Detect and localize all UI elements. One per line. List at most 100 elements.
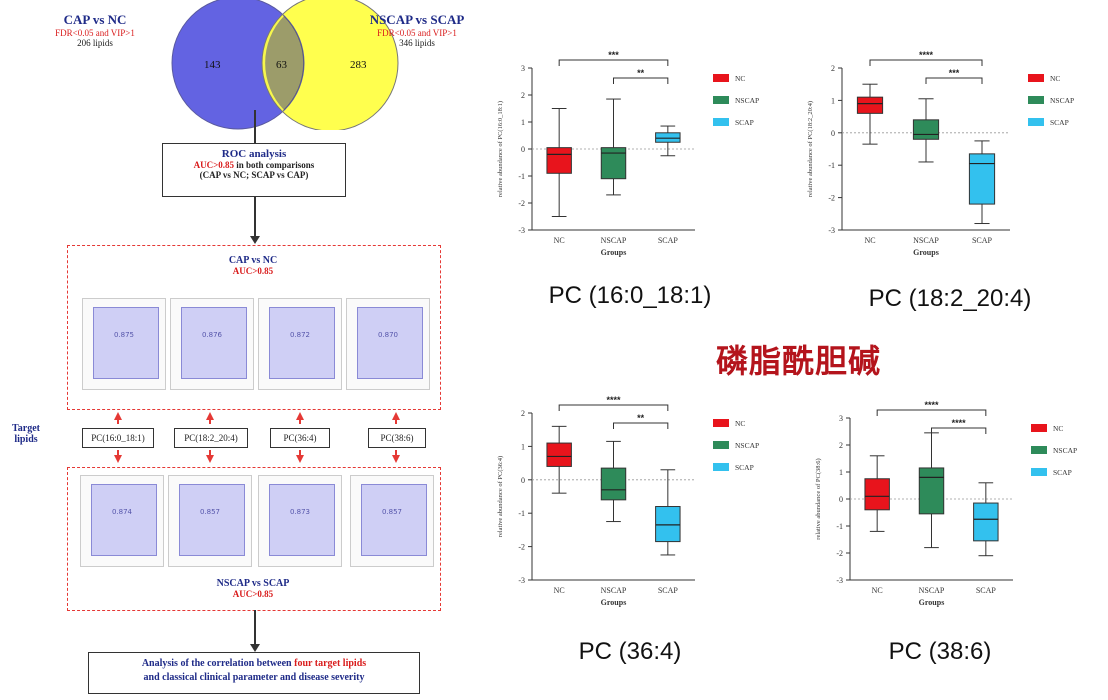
- x-axis-label: Groups: [919, 598, 945, 607]
- legend-swatch: [1028, 96, 1044, 104]
- y-tick-label: 2: [839, 441, 843, 450]
- venn-left-title: CAP vs NC: [63, 12, 127, 27]
- y-tick-label: -1: [836, 522, 843, 531]
- legend-label: NSCAP: [735, 441, 759, 450]
- legend-label: SCAP: [1053, 468, 1072, 477]
- box-scap: [655, 506, 681, 543]
- significance-bracket: [613, 77, 669, 84]
- x-tick-label: NSCAP: [601, 586, 627, 595]
- x-tick-label: NSCAP: [601, 236, 627, 245]
- box-nscap: [600, 147, 627, 180]
- up-arrow-stem: [209, 419, 211, 424]
- down-arrow-icon: [206, 455, 214, 463]
- lipid-box: PC(38:6): [368, 428, 426, 448]
- down-arrow-stem: [299, 450, 301, 455]
- roc-curve-thumbnail: 0.857: [168, 475, 252, 567]
- x-tick-label: SCAP: [972, 236, 993, 245]
- roc-auc-text: in both comparisons: [234, 160, 315, 170]
- significance-label: ****: [919, 50, 934, 60]
- y-tick-label: 1: [831, 96, 835, 105]
- y-tick-label: 0: [521, 476, 525, 485]
- significance-bracket: [613, 422, 669, 429]
- lower-group-auc: AUC>0.85: [232, 589, 274, 599]
- roc-comparisons: (CAP vs NC; SCAP vs CAP): [199, 170, 309, 180]
- roc-curve-thumbnail: 0.874: [80, 475, 164, 567]
- venn-diagram: 143 63 283: [171, 0, 399, 130]
- y-tick-label: 3: [521, 64, 525, 73]
- y-tick-label: 3: [839, 414, 843, 423]
- venn-right-label: NSCAP vs SCAP FDR<0.05 and VIP>1 346 lip…: [352, 12, 482, 48]
- y-tick-label: -1: [828, 161, 835, 170]
- y-tick-label: 0: [521, 145, 525, 154]
- venn-right-criteria: FDR<0.05 and VIP>1: [377, 28, 457, 38]
- lipid-box: PC(16:0_18:1): [82, 428, 154, 448]
- down-arrow-icon: [114, 455, 122, 463]
- box-nc: [546, 442, 572, 467]
- legend-label: NC: [1050, 74, 1060, 83]
- y-axis-label: relative abundance of PC(18:2_20:4): [807, 101, 814, 197]
- y-tick-label: 1: [521, 442, 525, 451]
- up-arrow-stem: [395, 419, 397, 424]
- legend-swatch: [713, 419, 729, 427]
- legend-swatch: [713, 441, 729, 449]
- x-tick-label: SCAP: [976, 586, 997, 595]
- roc-curve-thumbnail: 0.872: [258, 298, 342, 390]
- upper-roc-group: [67, 245, 441, 410]
- target-lipids-label: Target lipids: [12, 423, 40, 445]
- y-tick-label: -3: [836, 576, 843, 585]
- chart-title: PC (16:0_18:1): [548, 282, 712, 309]
- legend-label: NSCAP: [1053, 446, 1077, 455]
- roc-title: ROC analysis: [221, 148, 287, 160]
- x-tick-label: NC: [554, 586, 565, 595]
- y-tick-label: -1: [518, 509, 525, 518]
- x-tick-label: SCAP: [658, 586, 679, 595]
- box-nc: [856, 96, 884, 114]
- x-axis-label: Groups: [601, 248, 627, 257]
- x-tick-label: NC: [872, 586, 883, 595]
- significance-bracket: [931, 427, 987, 434]
- legend-swatch: [713, 463, 729, 471]
- roc-auc: AUC>0.85: [193, 160, 235, 170]
- legend-label: NC: [735, 419, 745, 428]
- significance-bracket: [558, 404, 669, 411]
- venn-left-criteria: FDR<0.05 and VIP>1: [55, 28, 135, 38]
- down-arrow-stem: [117, 450, 119, 455]
- x-tick-label: SCAP: [658, 236, 679, 245]
- arrow-stem: [254, 610, 256, 646]
- venn-overlap: [265, 16, 304, 110]
- roc-curve-thumbnail: 0.857: [350, 475, 434, 567]
- legend-label: NSCAP: [1050, 96, 1074, 105]
- legend-label: NSCAP: [735, 96, 759, 105]
- significance-label: **: [637, 68, 645, 78]
- chart-title: PC (36:4): [578, 638, 682, 665]
- legend-label: NC: [735, 74, 745, 83]
- roc-auc-label: 0.872: [289, 331, 311, 339]
- lipid-box: PC(18:2_20:4): [174, 428, 248, 448]
- y-axis-label: relative abundance of PC(16:0_18:1): [497, 101, 504, 197]
- roc-auc-label: 0.874: [111, 508, 133, 516]
- down-arrow-stem: [395, 450, 397, 455]
- box-scap: [968, 153, 996, 205]
- venn-left-count: 206 lipids: [77, 38, 113, 48]
- y-tick-label: -2: [828, 194, 835, 203]
- correlation-analysis-box: Analysis of the correlation between four…: [88, 652, 420, 694]
- significance-label: **: [637, 413, 645, 423]
- up-arrow-icon: [296, 412, 304, 420]
- venn-right-count: 346 lipids: [399, 38, 435, 48]
- arrow-down-icon: [250, 236, 260, 244]
- legend-label: NC: [1053, 424, 1063, 433]
- y-tick-label: 0: [839, 495, 843, 504]
- legend-swatch: [713, 96, 729, 104]
- y-tick-label: -2: [836, 549, 843, 558]
- legend-label: SCAP: [1050, 118, 1069, 127]
- roc-auc-label: 0.870: [377, 331, 399, 339]
- x-axis-label: Groups: [913, 248, 939, 257]
- venn-right-only: 283: [350, 59, 367, 71]
- down-arrow-stem: [209, 450, 211, 455]
- venn-left-only: 143: [204, 59, 221, 71]
- x-tick-label: NSCAP: [919, 586, 945, 595]
- y-tick-label: -1: [518, 172, 525, 181]
